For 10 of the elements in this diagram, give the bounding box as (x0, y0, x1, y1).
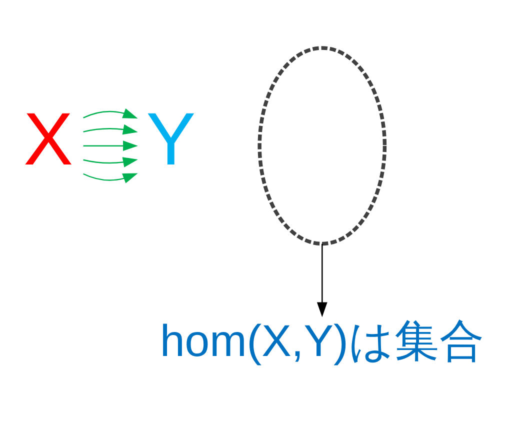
node-text: X (24, 97, 74, 180)
arrow (83, 124, 138, 135)
node-text: hom(X,Y)は集合 (160, 317, 484, 366)
arrow (83, 140, 138, 152)
node-text: Y (146, 97, 196, 180)
arrow (83, 108, 138, 118)
arrow (83, 173, 138, 184)
arrow (83, 157, 138, 168)
arrow (316, 244, 328, 318)
node-ellipse (258, 46, 387, 246)
